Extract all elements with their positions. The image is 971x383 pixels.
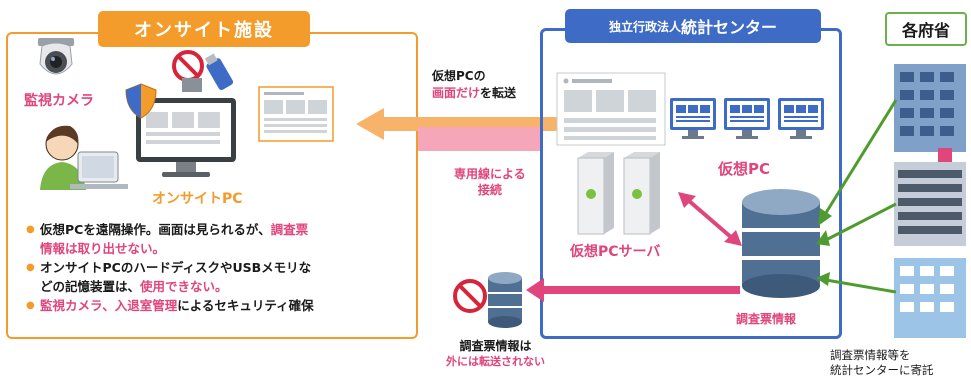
- center-title-small: 独立行政法人: [608, 19, 681, 34]
- camera-label: 監視カメラ: [24, 93, 94, 109]
- onsite-title: オンサイト施設: [98, 11, 310, 47]
- screen-transfer-arrow: [356, 108, 560, 140]
- transfer-line-1: 仮想PCの: [432, 69, 486, 83]
- deposit-note-2: 統計センターに寄託: [830, 363, 934, 377]
- server-icon: [577, 152, 660, 235]
- ministries-title: 各府省: [885, 12, 967, 46]
- database-icon: [742, 189, 820, 298]
- center-title-big: 統計センター: [681, 18, 778, 37]
- no-storage-icon: [172, 50, 234, 92]
- dedicated-line-band: [418, 127, 542, 151]
- virtual-pc-monitors-icon: [670, 98, 824, 139]
- dedicated-line-label: 専用線による 接続: [454, 166, 526, 198]
- virtual-pc-label: 仮想PC: [718, 160, 771, 178]
- virtual-screen-icon: [556, 72, 666, 146]
- no-transfer-text: 調査票情報は 外には転送されない: [446, 338, 545, 370]
- server-label: 仮想PCサーバ: [570, 244, 661, 260]
- no-transfer-line-1: 調査票情報は: [459, 339, 532, 353]
- shield-icon: [125, 83, 157, 119]
- note-1-cont: 情報は取り出せない。: [40, 241, 166, 256]
- note-3: 監視カメラ、入退室管理によるセキュリティ確保: [26, 296, 416, 315]
- deposit-arrows: [816, 99, 898, 294]
- no-transfer-line-2: 外には転送されない: [446, 355, 545, 368]
- onsite-pc-monitor-icon: [136, 98, 236, 177]
- db-label: 調査票情報: [736, 312, 797, 326]
- person-at-computer-icon: [40, 125, 128, 190]
- line-label-1: 専用線による: [454, 167, 526, 181]
- note-1: 仮想PCを遠隔操作。画面は見られるが、調査票: [26, 220, 416, 239]
- transferred-screen-icon: [258, 86, 334, 142]
- no-transfer-icon: [453, 272, 522, 328]
- security-camera-icon: [38, 38, 74, 75]
- transfer-text: 仮想PCの 画面だけを転送: [432, 68, 516, 102]
- buildings-icon: [894, 64, 966, 338]
- two-way-arrow: [678, 192, 742, 246]
- stat-center-title: 独立行政法人統計センター: [565, 9, 821, 43]
- deposit-note-1: 調査票情報等を: [830, 348, 911, 362]
- note-2-cont: どの記憶装置は、使用できない。: [40, 279, 228, 294]
- onsite-pc-label: オンサイトPC: [152, 191, 243, 207]
- onsite-notes: 仮想PCを遠隔操作。画面は見られるが、調査票 情報は取り出せない。 オンサイトP…: [26, 220, 416, 315]
- blocked-arrow: [526, 278, 740, 302]
- deposit-note: 調査票情報等を 統計センターに寄託: [830, 348, 934, 378]
- transfer-line-2: 画面だけを転送: [432, 86, 517, 100]
- note-2: オンサイトPCのハードディスクやUSBメモリな: [26, 258, 416, 277]
- line-label-2: 接続: [477, 183, 502, 197]
